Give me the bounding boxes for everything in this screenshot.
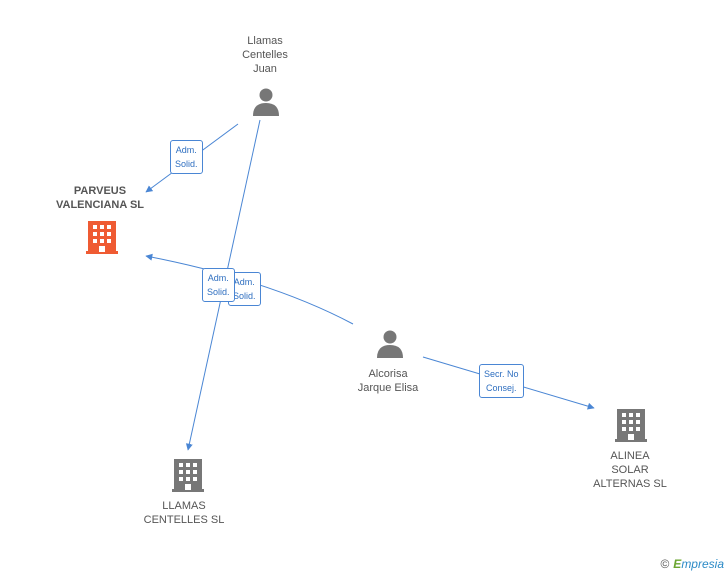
building-icon[interactable] [615,409,647,442]
edge-label-juan-llamas-sl: Adm. Solid. [202,268,235,302]
node-label-parveus[interactable]: PARVEUS VALENCIANA SL [56,185,144,211]
building-icon[interactable] [86,221,118,254]
brand-initial: E [673,557,682,571]
edge-label-alcorisa-alinea: Secr. No Consej. [479,364,524,398]
person-icon[interactable] [377,330,403,359]
person-icon[interactable] [253,88,279,117]
node-label-alinea[interactable]: ALINEA SOLAR ALTERNAS SL [593,450,667,490]
building-icon[interactable] [172,459,204,492]
copyright-symbol: © [660,557,670,571]
node-label-llamas-sl[interactable]: LLAMAS CENTELLES SL [143,500,225,526]
empresia-logo: ©Empresia [660,557,724,571]
edge-label-juan-parveus: Adm. Solid. [170,140,203,174]
node-label-alcorisa[interactable]: Alcorisa Jarque Elisa [357,368,419,394]
node-label-llamas-juan[interactable]: Llamas Centelles Juan [242,35,288,75]
brand-name: mpresia [681,557,724,571]
